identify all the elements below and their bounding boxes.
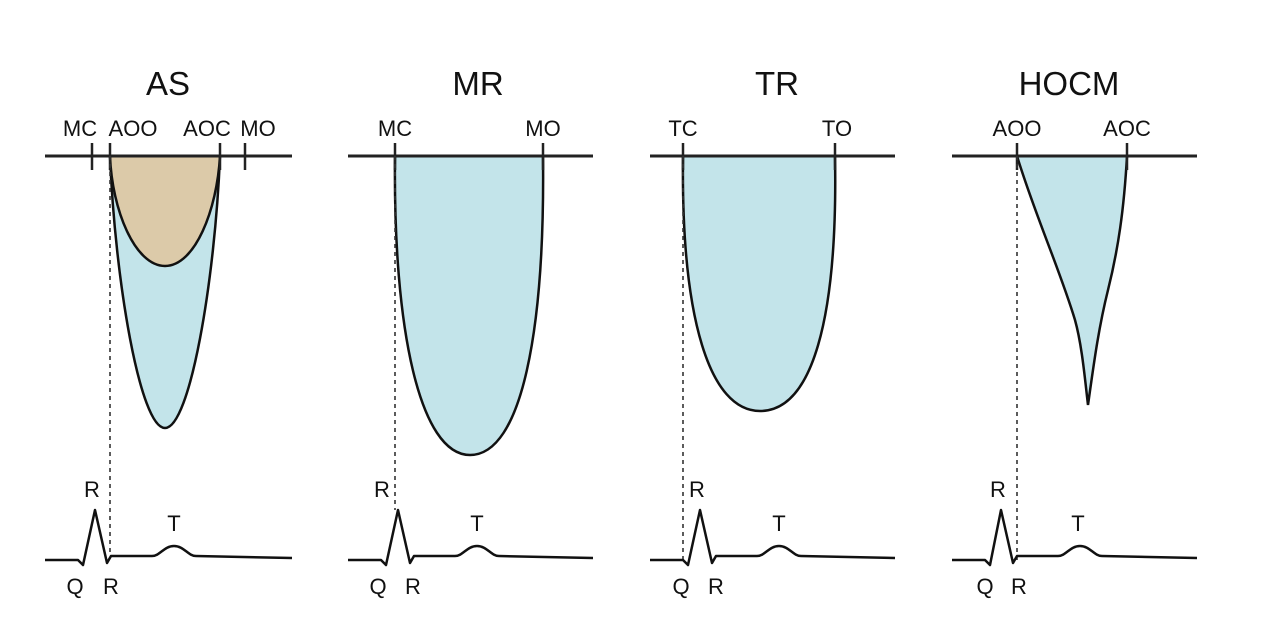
ecg-trace xyxy=(650,508,896,567)
panel-mr: MR MC MO R Q R T xyxy=(348,65,594,599)
timing-label-aoc: AOC xyxy=(1103,116,1151,141)
ecg-label-r: R xyxy=(103,574,119,599)
ecg-label-r-peak: R xyxy=(689,477,705,502)
ecg-trace xyxy=(952,508,1198,567)
ecg-label-q: Q xyxy=(672,574,689,599)
ecg-label-t: T xyxy=(470,511,483,536)
panel-title: AS xyxy=(146,65,190,102)
ecg-label-t: T xyxy=(1071,511,1084,536)
ecg-label-r-peak: R xyxy=(84,477,100,502)
timing-label-tc: TC xyxy=(668,116,697,141)
ecg-label-r-peak: R xyxy=(374,477,390,502)
timing-label-to: TO xyxy=(822,116,852,141)
regurgitant-pressure-area xyxy=(681,154,837,413)
ecg-trace xyxy=(45,508,293,567)
panel-as: AS MC AOO AOC MO R Q R T xyxy=(45,65,293,599)
panel-tr: TR TC TO R Q R T xyxy=(650,65,896,599)
timing-label-mo: MO xyxy=(240,116,275,141)
stenosis-gradient-area xyxy=(108,154,222,268)
ecg-label-t: T xyxy=(772,511,785,536)
panel-title: MR xyxy=(452,65,503,102)
timing-label-mc: MC xyxy=(378,116,412,141)
ecg-label-r: R xyxy=(1011,574,1027,599)
panel-title: HOCM xyxy=(1019,65,1120,102)
timing-label-aoo: AOO xyxy=(993,116,1042,141)
ecg-trace xyxy=(348,508,594,567)
ecg-label-q: Q xyxy=(369,574,386,599)
timing-label-mc: MC xyxy=(63,116,97,141)
ecg-label-r-peak: R xyxy=(990,477,1006,502)
panel-hocm: HOCM AOO AOC R Q R T xyxy=(952,65,1198,599)
outflow-gradient-area xyxy=(1015,154,1129,406)
timing-label-aoo: AOO xyxy=(109,116,158,141)
regurgitant-pressure-area xyxy=(393,154,545,457)
ecg-label-q: Q xyxy=(976,574,993,599)
ecg-label-t: T xyxy=(167,511,180,536)
timing-label-mo: MO xyxy=(525,116,560,141)
timing-label-aoc: AOC xyxy=(183,116,231,141)
panel-title: TR xyxy=(755,65,799,102)
ecg-label-q: Q xyxy=(66,574,83,599)
ecg-label-r: R xyxy=(708,574,724,599)
ecg-label-r: R xyxy=(405,574,421,599)
